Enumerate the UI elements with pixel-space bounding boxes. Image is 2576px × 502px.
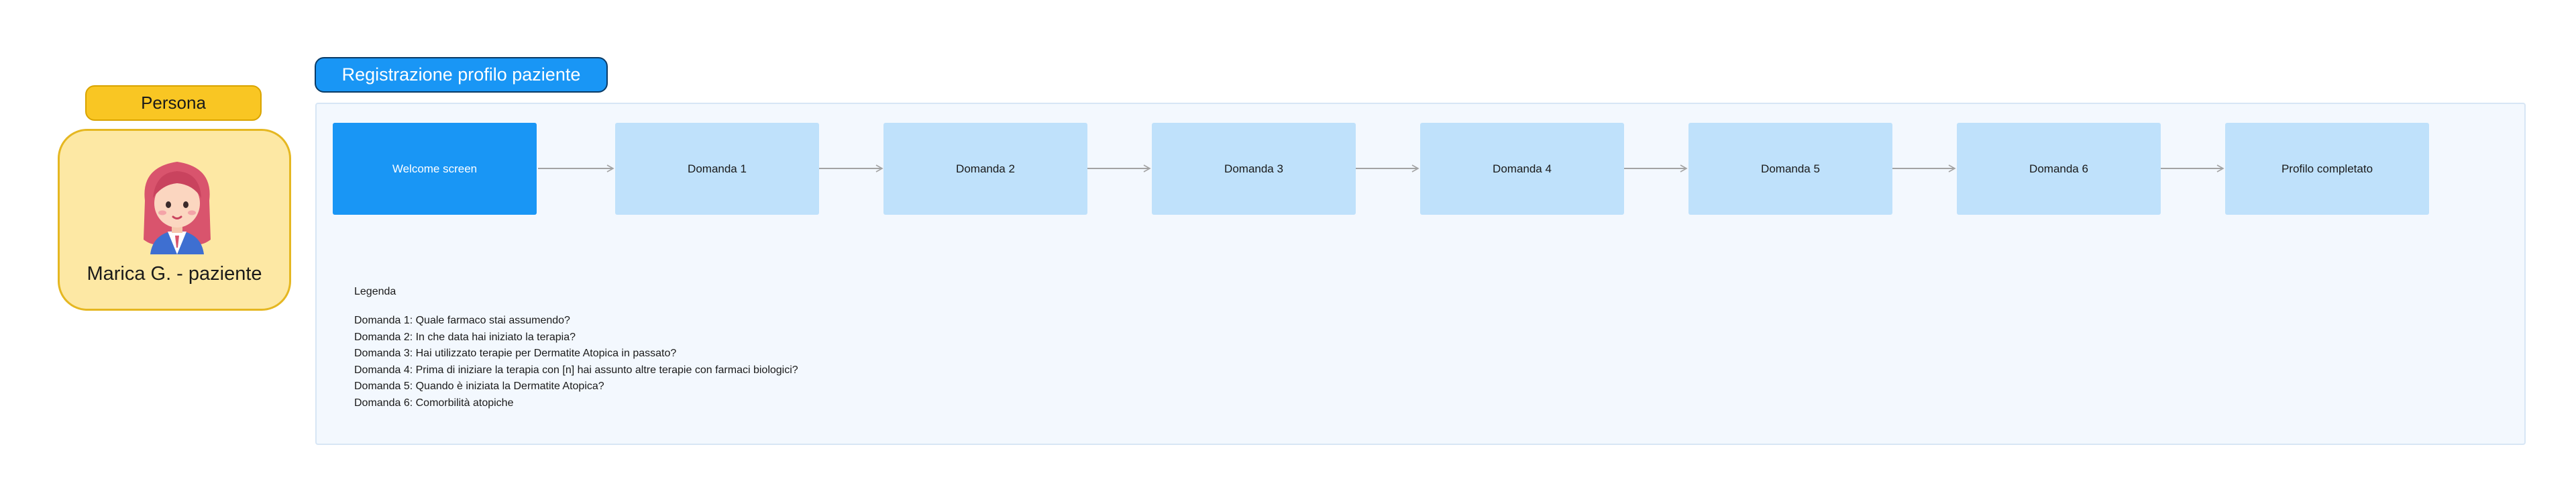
legend-item: Domanda 1: Quale farmaco stai assumendo? — [354, 315, 570, 326]
step-domanda-4[interactable]: Domanda 4 — [1420, 123, 1624, 215]
flow-title-label: Registrazione profilo paziente — [341, 64, 581, 85]
step-label: Domanda 2 — [956, 162, 1015, 175]
persona-tag-label: Persona — [141, 93, 206, 113]
persona-tag: Persona — [85, 85, 262, 121]
step-label: Domanda 4 — [1493, 162, 1552, 175]
legend-item: Domanda 3: Hai utilizzato terapie per De… — [354, 348, 677, 359]
step-welcome-screen[interactable]: Welcome screen — [333, 123, 537, 215]
step-label: Domanda 3 — [1224, 162, 1283, 175]
step-domanda-1[interactable]: Domanda 1 — [615, 123, 819, 215]
legend-item: Domanda 5: Quando è iniziata la Dermatit… — [354, 381, 604, 392]
step-label: Domanda 6 — [2029, 162, 2088, 175]
legend-item: Domanda 6: Comorbilità atopiche — [354, 397, 514, 409]
step-domanda-6[interactable]: Domanda 6 — [1957, 123, 2161, 215]
flow-title[interactable]: Registrazione profilo paziente — [315, 57, 608, 93]
step-label: Welcome screen — [392, 162, 478, 175]
step-label: Domanda 1 — [688, 162, 747, 175]
legend-item: Domanda 4: Prima di iniziare la terapia … — [354, 364, 798, 376]
step-domanda-2[interactable]: Domanda 2 — [883, 123, 1087, 215]
step-domanda-5[interactable]: Domanda 5 — [1688, 123, 1892, 215]
legend-item: Domanda 2: In che data hai iniziato la t… — [354, 331, 576, 343]
avatar — [144, 162, 211, 254]
step-domanda-3[interactable]: Domanda 3 — [1152, 123, 1356, 215]
legend: Legenda Domanda 1: Quale farmaco stai as… — [354, 286, 798, 411]
step-label: Profilo completato — [2281, 162, 2373, 175]
step-profilo-completato[interactable]: Profilo completato — [2225, 123, 2429, 215]
persona-name: Marica G. - paziente — [87, 263, 262, 285]
persona-card[interactable]: Marica G. - paziente — [58, 129, 291, 311]
step-label: Domanda 5 — [1761, 162, 1820, 175]
legend-title: Legenda — [354, 286, 396, 297]
